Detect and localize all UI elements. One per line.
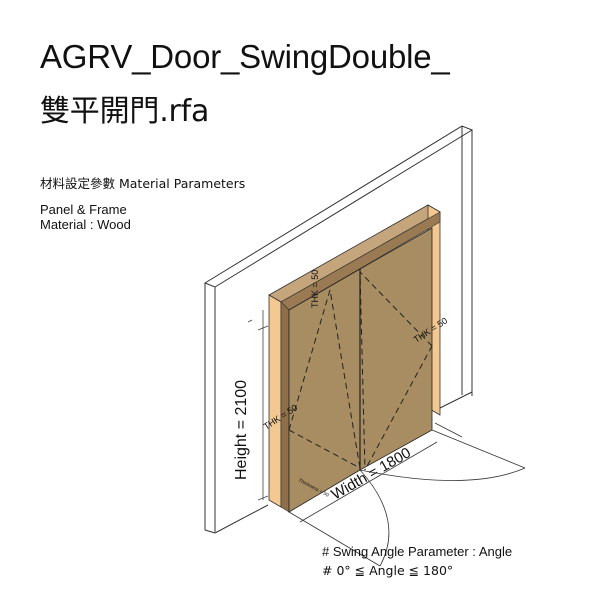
swing-dash-lines — [288, 270, 433, 471]
swing-angle-parameter-note: # Swing Angle Parameter : Angle — [322, 544, 513, 559]
right-door-panel — [359, 227, 433, 471]
frame-left-face — [268, 294, 282, 508]
left-door-panel — [288, 268, 361, 513]
wall-outline — [203, 125, 474, 534]
swing-angle-range-note: # 0° ≦ Angle ≦ 180° — [322, 563, 454, 578]
family-title-line2: 雙平開門.rfa — [40, 94, 210, 129]
material-panel-frame-label: Panel & Frame — [40, 202, 127, 217]
material-parameters-heading: 材料設定參數 Material Parameters — [40, 176, 246, 191]
thk-top-label: THK = 50 — [310, 270, 320, 308]
height-dimension-label: Height = 2100 — [233, 380, 250, 480]
height-dimension-line — [247, 310, 269, 501]
family-title-line1: AGRV_Door_SwingDouble_ — [40, 38, 450, 75]
floor-swing-geometry — [288, 422, 526, 567]
material-wood-label: Material : Wood — [40, 217, 131, 232]
